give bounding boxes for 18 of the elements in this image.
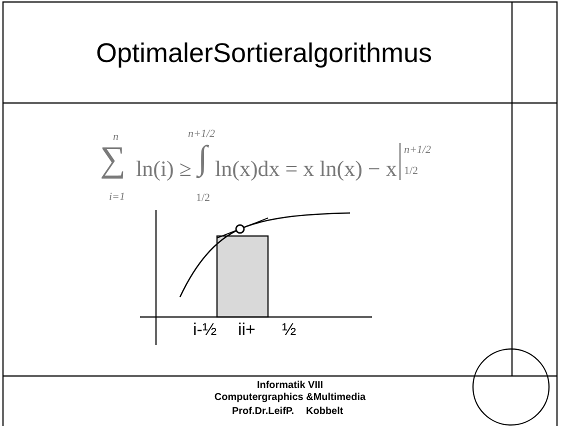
sum-symbol: ∑ [100, 141, 126, 177]
axis-tick-label: i-½ [193, 321, 217, 338]
upper-limit: n+1/2 [188, 129, 215, 140]
slide-title: OptimalerSortieralgorithmus [94, 38, 434, 69]
footer-text: Computergraphics &Multimedia [214, 393, 366, 403]
upper-limit: n+1/2 [404, 145, 431, 156]
footer-text: Prof.Dr.LeifP. [232, 407, 294, 417]
axis-tick-label: ½ [282, 321, 296, 338]
upper-limit: n [113, 132, 118, 143]
integral-symbol: ∫ [198, 142, 208, 176]
axis-tick-label: ii+ [238, 321, 256, 338]
lower-limit: 1/2 [196, 193, 210, 204]
lower-limit: i=1 [109, 192, 125, 203]
formula-term: ln(i) ≥ [136, 158, 192, 180]
footer-text: Informatik VIII [256, 381, 324, 391]
footer-text: Kobbelt [306, 407, 344, 417]
lower-limit: 1/2 [404, 166, 418, 177]
formula-term: ln(x)dx = x ln(x) − x [215, 158, 397, 180]
